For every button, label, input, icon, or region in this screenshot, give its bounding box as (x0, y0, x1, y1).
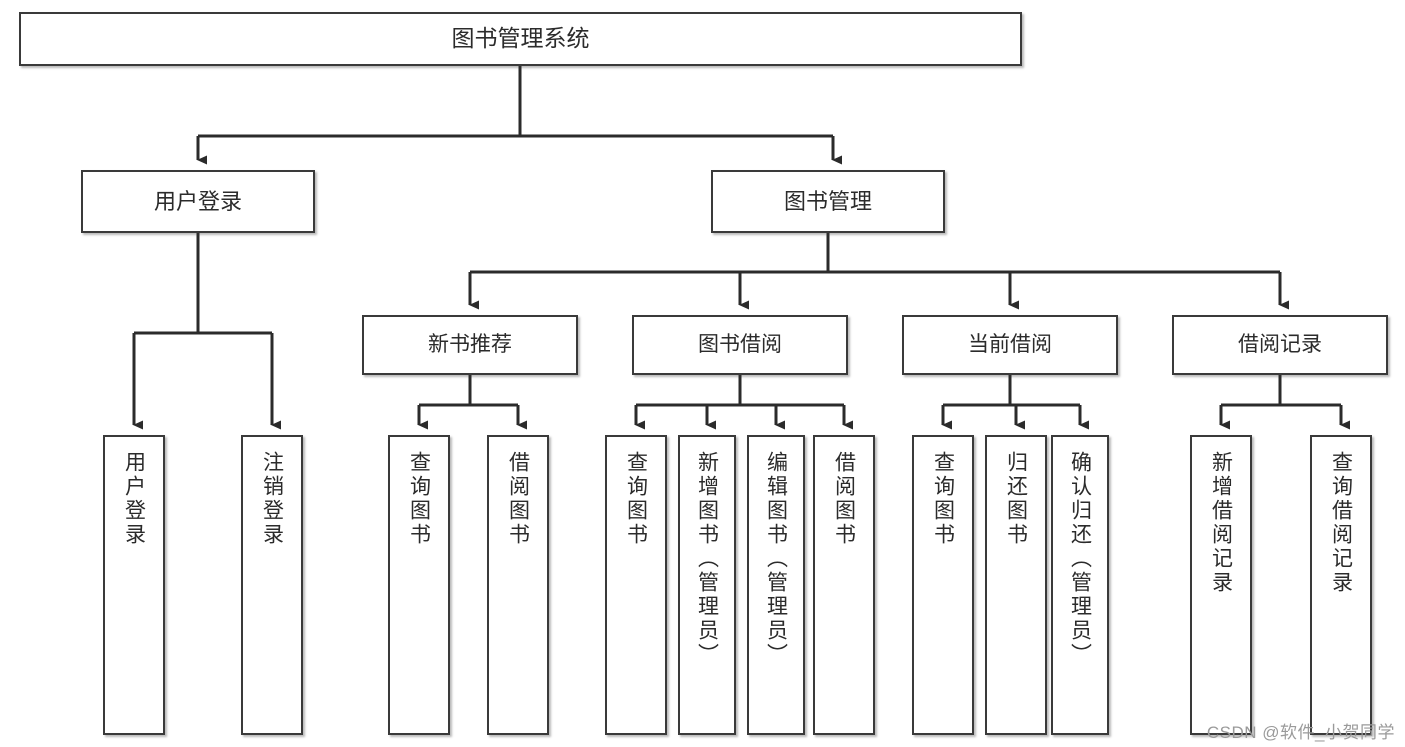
node-current-borrow[interactable]: 当前借阅 (902, 315, 1118, 375)
node-leaf-add-book-label: 新增图书（管理员） (695, 451, 719, 667)
node-borrow-record[interactable]: 借阅记录 (1172, 315, 1388, 375)
node-leaf-borrow-book-2[interactable]: 借阅图书 (813, 435, 875, 735)
node-leaf-return-book[interactable]: 归还图书 (985, 435, 1047, 735)
node-leaf-query-book-1-label: 查询图书 (407, 451, 431, 547)
node-leaf-borrow-book-1-label: 借阅图书 (506, 451, 530, 547)
node-leaf-borrow-book-2-label: 借阅图书 (832, 451, 856, 547)
node-leaf-user-logout[interactable]: 注销登录 (241, 435, 303, 735)
node-leaf-return-book-label: 归还图书 (1004, 451, 1028, 547)
node-user-login-label: 用户登录 (153, 188, 242, 214)
node-book-manage-label: 图书管理 (783, 188, 872, 214)
node-leaf-query-book-2-label: 查询图书 (624, 451, 648, 547)
node-root[interactable]: 图书管理系统 (19, 12, 1022, 66)
node-leaf-query-book-3[interactable]: 查询图书 (912, 435, 974, 735)
node-leaf-confirm-return-label: 确认归还（管理员） (1068, 451, 1092, 667)
node-new-book-recommend[interactable]: 新书推荐 (362, 315, 578, 375)
node-new-book-recommend-label: 新书推荐 (428, 332, 512, 356)
node-book-manage[interactable]: 图书管理 (711, 170, 945, 233)
node-leaf-query-book-1[interactable]: 查询图书 (388, 435, 450, 735)
watermark: CSDN @软件_小贺同学 (1206, 723, 1395, 742)
node-leaf-edit-book[interactable]: 编辑图书（管理员） (747, 435, 805, 735)
node-user-login[interactable]: 用户登录 (81, 170, 315, 233)
node-leaf-user-logout-label: 注销登录 (260, 451, 284, 547)
node-book-borrow-label: 图书借阅 (698, 332, 782, 356)
node-leaf-user-login-label: 用户登录 (122, 451, 146, 547)
node-leaf-borrow-book-1[interactable]: 借阅图书 (487, 435, 549, 735)
node-leaf-add-record-label: 新增借阅记录 (1209, 451, 1233, 595)
node-current-borrow-label: 当前借阅 (968, 332, 1052, 356)
node-borrow-record-label: 借阅记录 (1238, 332, 1322, 356)
node-leaf-query-record[interactable]: 查询借阅记录 (1310, 435, 1372, 735)
node-leaf-confirm-return[interactable]: 确认归还（管理员） (1051, 435, 1109, 735)
node-leaf-add-book[interactable]: 新增图书（管理员） (678, 435, 736, 735)
node-leaf-query-record-label: 查询借阅记录 (1329, 451, 1353, 595)
node-leaf-query-book-2[interactable]: 查询图书 (605, 435, 667, 735)
node-leaf-add-record[interactable]: 新增借阅记录 (1190, 435, 1252, 735)
node-leaf-edit-book-label: 编辑图书（管理员） (764, 451, 788, 667)
node-root-label: 图书管理系统 (451, 25, 590, 52)
node-book-borrow[interactable]: 图书借阅 (632, 315, 848, 375)
node-leaf-user-login[interactable]: 用户登录 (103, 435, 165, 735)
node-leaf-query-book-3-label: 查询图书 (931, 451, 955, 547)
